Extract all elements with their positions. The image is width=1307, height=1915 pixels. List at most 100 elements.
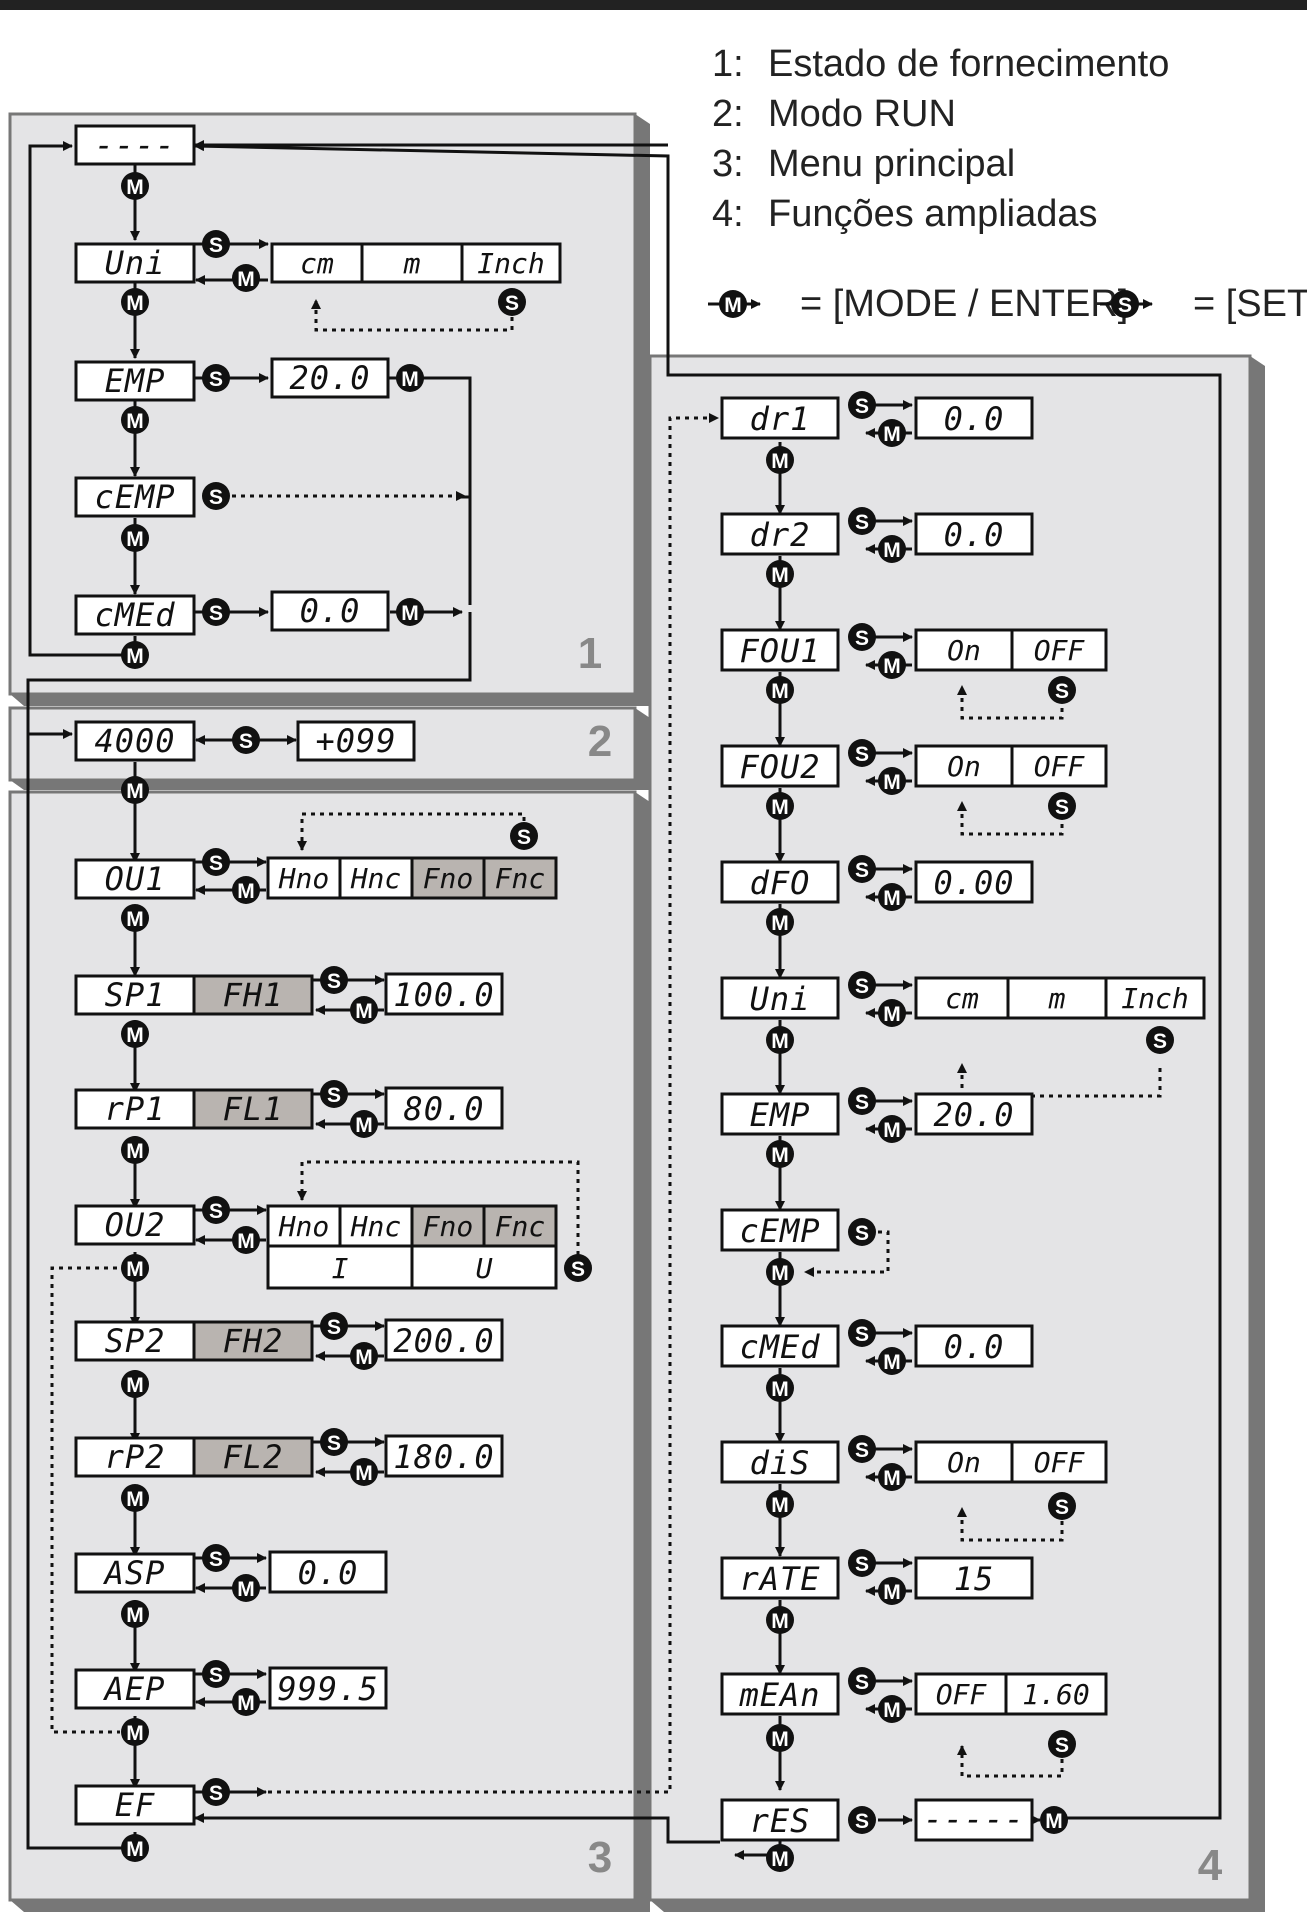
rp1-value-display bbox=[384, 1086, 504, 1130]
mode-button-icon bbox=[121, 1834, 149, 1862]
mode-button-icon bbox=[766, 1374, 794, 1402]
set-button-icon bbox=[848, 971, 876, 999]
mode-button-icon bbox=[232, 264, 260, 292]
mode-button-icon bbox=[766, 560, 794, 588]
set-button-icon bbox=[848, 1218, 876, 1246]
dis-text: diS bbox=[750, 1444, 811, 1482]
set-button-icon bbox=[232, 726, 260, 754]
mode-button-icon bbox=[121, 1370, 149, 1398]
mode-button-icon bbox=[766, 1724, 794, 1752]
mode-button-icon bbox=[350, 996, 378, 1024]
legend-num-3: 3: bbox=[712, 143, 744, 185]
offset-value: +099 bbox=[315, 722, 396, 760]
set-button-icon bbox=[202, 364, 230, 392]
ou2-hnc: Hnc bbox=[350, 1210, 402, 1243]
set-button-icon bbox=[848, 1435, 876, 1463]
dr2-display bbox=[720, 512, 840, 556]
mode-button-icon bbox=[766, 676, 794, 704]
mode-button-icon bbox=[121, 641, 149, 669]
cemp4-text: cEMP bbox=[739, 1212, 820, 1250]
fou2-off: OFF bbox=[1034, 750, 1086, 783]
mode-button-icon bbox=[1040, 1806, 1068, 1834]
rp1-text: rP1 bbox=[105, 1090, 166, 1128]
mode-button-icon bbox=[766, 1258, 794, 1286]
mode-button-icon bbox=[719, 290, 747, 318]
mode-button-icon bbox=[232, 876, 260, 904]
mode-button-icon bbox=[121, 288, 149, 316]
ou1-display bbox=[74, 858, 196, 900]
legend-mode-text: = [MODE / ENTER] bbox=[800, 283, 1128, 325]
ou1-fno: Fno bbox=[423, 862, 474, 895]
dfo-value-display bbox=[914, 860, 1034, 904]
unit4-m: m bbox=[1048, 982, 1066, 1015]
set-button-icon bbox=[848, 1667, 876, 1695]
mean-off: OFF bbox=[936, 1678, 988, 1711]
ou1-hnc: Hnc bbox=[350, 862, 402, 895]
mode-button-icon bbox=[878, 1695, 906, 1723]
emp4-value-display bbox=[914, 1092, 1034, 1136]
rp2-value: 180.0 bbox=[393, 1438, 494, 1476]
mode-button-icon bbox=[232, 1226, 260, 1254]
legend-text-1: Estado de fornecimento bbox=[768, 43, 1169, 85]
run-display bbox=[74, 720, 196, 762]
aep-value: 999.5 bbox=[277, 1670, 378, 1708]
set-button-icon bbox=[498, 288, 526, 316]
fou1-display bbox=[720, 628, 840, 672]
emp-text: EMP bbox=[105, 362, 166, 400]
set-button-icon bbox=[320, 966, 348, 994]
emp4-value: 20.0 bbox=[933, 1096, 1014, 1134]
emp-display bbox=[74, 360, 196, 402]
legend-num-2: 2: bbox=[712, 93, 744, 135]
rate-display bbox=[720, 1556, 840, 1600]
rp2-text: rP2 bbox=[105, 1438, 166, 1476]
set-button-icon bbox=[1048, 792, 1076, 820]
set-button-icon bbox=[848, 391, 876, 419]
set-button-icon bbox=[202, 1778, 230, 1806]
section-number-1: 1 bbox=[578, 629, 602, 678]
sp2-text: SP2 bbox=[105, 1322, 166, 1360]
sp2-value-display bbox=[384, 1318, 504, 1362]
mode-button-icon bbox=[878, 651, 906, 679]
legend-num-1: 1: bbox=[712, 43, 744, 85]
rate-value-display bbox=[914, 1556, 1034, 1600]
fou2-on: On bbox=[947, 750, 981, 783]
dfo-text: dFO bbox=[750, 864, 811, 902]
fou2-display bbox=[720, 744, 840, 788]
emp-value: 20.0 bbox=[289, 359, 370, 397]
ou1-text: OU1 bbox=[105, 860, 166, 898]
fh2-text: FH2 bbox=[223, 1322, 284, 1360]
uni-text: Uni bbox=[105, 244, 166, 282]
fh1-text: FH1 bbox=[223, 976, 284, 1014]
set-button-icon bbox=[1111, 290, 1139, 318]
set-button-icon bbox=[1048, 1492, 1076, 1520]
mode-button-icon bbox=[121, 1600, 149, 1628]
fl2-text: FL2 bbox=[223, 1438, 284, 1476]
rp1-display bbox=[74, 1088, 196, 1130]
mode-button-icon bbox=[121, 1718, 149, 1746]
cmed-value: 0.0 bbox=[300, 592, 361, 630]
res-display bbox=[720, 1798, 840, 1842]
unit-inch: Inch bbox=[477, 247, 544, 280]
mode-button-icon bbox=[350, 1458, 378, 1486]
cmed-display bbox=[74, 594, 196, 636]
ou2-voltage: U bbox=[476, 1252, 493, 1285]
mode-button-icon bbox=[878, 883, 906, 911]
res-text: rES bbox=[750, 1802, 811, 1840]
mode-button-icon bbox=[121, 406, 149, 434]
dr1-display bbox=[720, 396, 840, 440]
dfo-display bbox=[720, 860, 840, 904]
unit-m: m bbox=[403, 247, 421, 280]
emp-value-display bbox=[270, 357, 390, 399]
fl1-text: FL1 bbox=[223, 1090, 284, 1128]
sp1-text: SP1 bbox=[105, 976, 166, 1014]
fl1-display bbox=[192, 1088, 314, 1130]
ou2-current: I bbox=[332, 1252, 349, 1285]
fou1-off: OFF bbox=[1034, 634, 1086, 667]
dis-on: On bbox=[947, 1446, 981, 1479]
mode-button-icon bbox=[766, 1140, 794, 1168]
mode-button-icon bbox=[121, 1484, 149, 1512]
set-button-icon bbox=[848, 739, 876, 767]
mode-button-icon bbox=[121, 172, 149, 200]
rp2-value-display bbox=[384, 1434, 504, 1478]
set-button-icon bbox=[320, 1428, 348, 1456]
